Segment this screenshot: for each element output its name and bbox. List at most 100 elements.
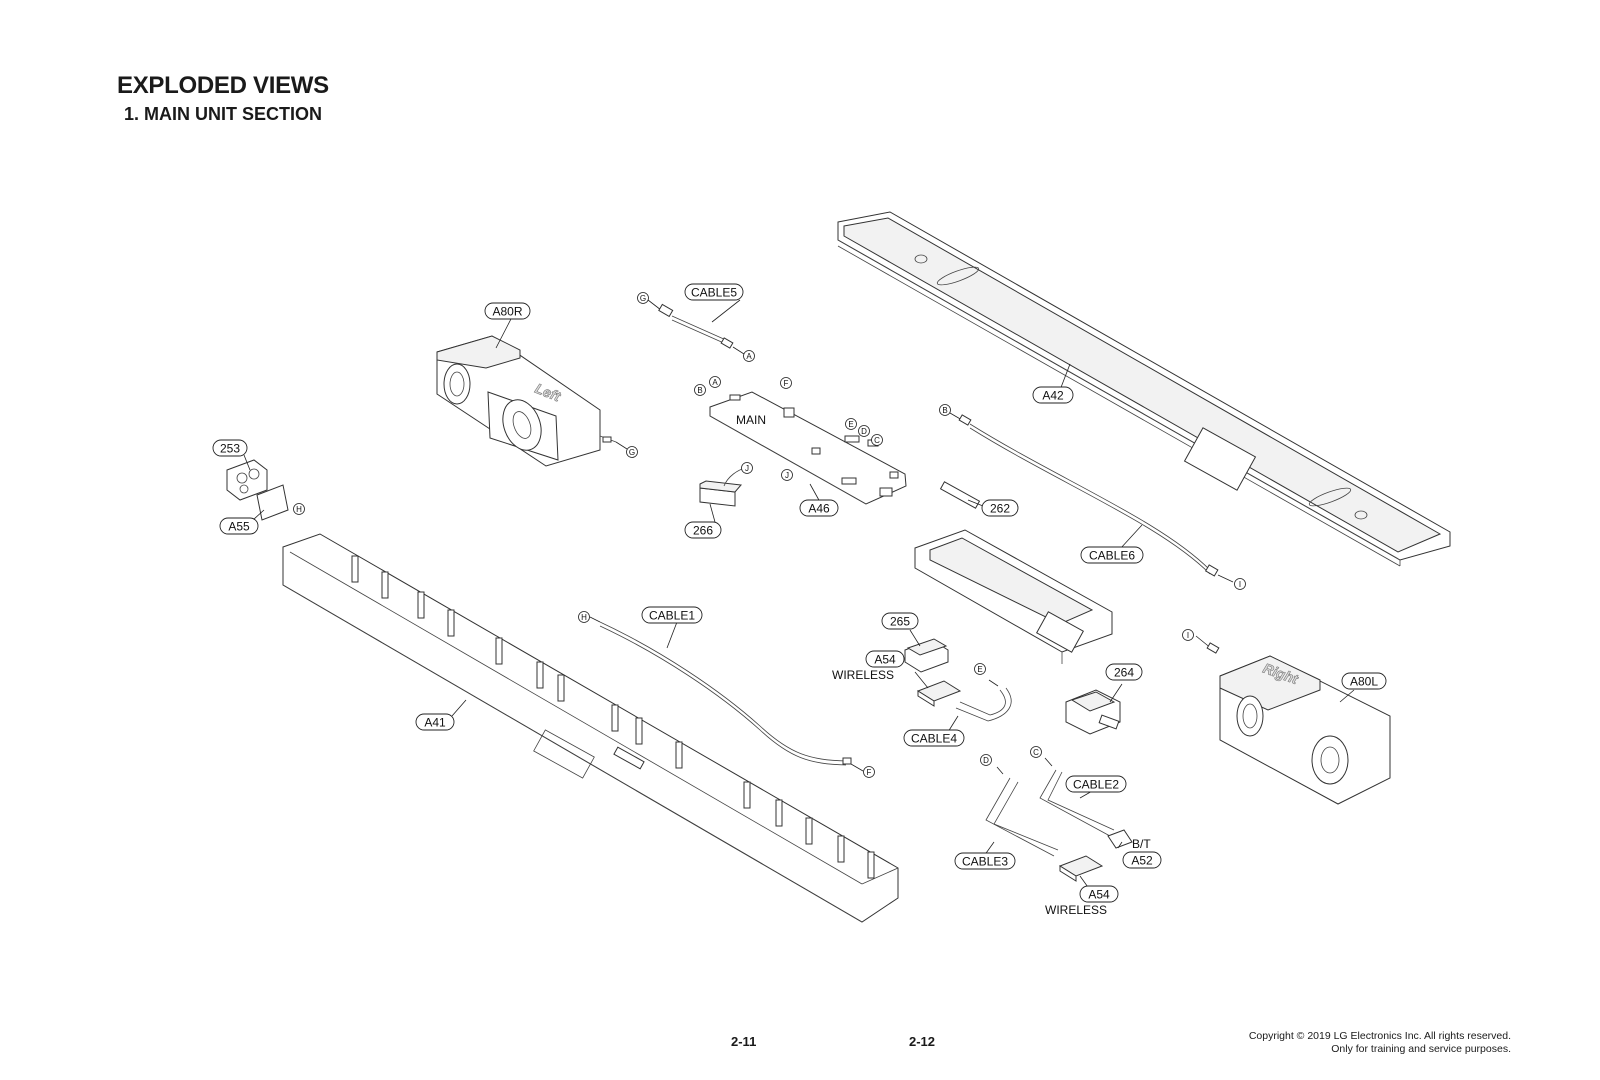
svg-text:A54: A54 <box>1088 888 1110 902</box>
svg-text:A54: A54 <box>874 653 896 667</box>
part-a41-chassis <box>282 533 899 923</box>
part-label-cable1: CABLE1 <box>641 606 703 624</box>
part-label-cable4: CABLE4 <box>903 729 965 747</box>
part-262-frame <box>914 481 1113 664</box>
connector-i-cable6: I <box>1234 578 1246 590</box>
connector-e-main: E <box>845 418 857 430</box>
svg-text:J: J <box>745 464 749 473</box>
main-board-text: MAIN <box>736 413 766 427</box>
svg-text:E: E <box>848 420 853 429</box>
connector-e-cable4: E <box>974 663 986 675</box>
svg-text:B: B <box>697 386 702 395</box>
svg-text:CABLE4: CABLE4 <box>911 732 957 746</box>
svg-text:264: 264 <box>1114 666 1134 680</box>
connector-f-main: F <box>780 377 792 389</box>
part-cable2 <box>1039 757 1115 837</box>
copyright-notice: Copyright © 2019 LG Electronics Inc. All… <box>1249 1030 1511 1056</box>
page-title: EXPLODED VIEWS <box>117 72 329 99</box>
part-label-a52: A52 <box>1122 851 1162 869</box>
part-label-265: 265 <box>881 612 919 630</box>
svg-text:F: F <box>784 379 789 388</box>
svg-text:B: B <box>942 406 947 415</box>
svg-text:D: D <box>983 756 989 765</box>
connector-f-cable1: F <box>863 766 875 778</box>
connector-h-cable1: H <box>578 611 590 623</box>
connector-b-main: B <box>694 384 706 396</box>
part-label-a80l: A80L <box>1341 672 1387 690</box>
part-a42-top-cover <box>837 211 1451 567</box>
part-266-bracket <box>699 467 746 507</box>
connector-b-cable6: B <box>939 404 951 416</box>
part-label-a54-top: A54 <box>865 650 905 668</box>
copyright-line-2: Only for training and service purposes. <box>1331 1043 1511 1055</box>
svg-text:A80R: A80R <box>492 305 522 319</box>
svg-text:CABLE2: CABLE2 <box>1073 778 1119 792</box>
svg-text:266: 266 <box>693 524 713 538</box>
svg-text:CABLE5: CABLE5 <box>691 286 737 300</box>
part-cable1 <box>589 616 864 772</box>
svg-text:A42: A42 <box>1042 389 1064 403</box>
svg-text:CABLE1: CABLE1 <box>649 609 695 623</box>
svg-text:CABLE6: CABLE6 <box>1089 549 1135 563</box>
part-label-253: 253 <box>212 439 248 457</box>
part-label-cable2: CABLE2 <box>1065 775 1127 793</box>
section-subtitle: 1. MAIN UNIT SECTION <box>124 104 323 124</box>
part-label-266: 266 <box>684 521 722 539</box>
wireless-bottom-text: WIRELESS <box>1045 903 1107 917</box>
part-a54-wireless-bottom <box>1058 855 1104 882</box>
copyright-line-1: Copyright © 2019 LG Electronics Inc. All… <box>1248 1030 1511 1042</box>
connector-g-cable5: G <box>637 292 649 304</box>
leader-lines <box>243 299 1355 891</box>
svg-text:A46: A46 <box>808 502 830 516</box>
connector-d-main: D <box>858 425 870 437</box>
svg-text:I: I <box>1187 631 1189 640</box>
part-label-cable5: CABLE5 <box>684 283 744 301</box>
part-a52-bt-board <box>1107 829 1133 849</box>
part-label-a41: A41 <box>415 713 455 731</box>
part-cable4 <box>955 679 1012 722</box>
part-label-a55: A55 <box>219 517 259 535</box>
svg-text:A: A <box>746 352 752 361</box>
svg-text:A52: A52 <box>1131 854 1153 868</box>
part-label-a80r: A80R <box>484 302 531 320</box>
part-265-shield <box>904 638 949 673</box>
svg-text:H: H <box>296 505 302 514</box>
connector-d-cable3: D <box>980 754 992 766</box>
svg-text:I: I <box>1239 580 1241 589</box>
part-label-262: 262 <box>981 499 1019 517</box>
part-label-a46: A46 <box>799 499 839 517</box>
svg-text:G: G <box>640 294 646 303</box>
part-a55-pcb <box>256 484 289 521</box>
part-a80l-speaker: Right <box>1195 635 1391 805</box>
part-253-button <box>226 459 268 501</box>
svg-text:G: G <box>629 448 635 457</box>
part-a46-main-board: MAIN <box>709 391 907 505</box>
svg-text:A80L: A80L <box>1350 675 1378 689</box>
svg-text:C: C <box>1033 748 1039 757</box>
svg-text:H: H <box>581 613 587 622</box>
part-cable6 <box>949 412 1234 583</box>
connector-a-cable5: A <box>743 350 755 362</box>
part-label-a42: A42 <box>1032 386 1074 404</box>
connector-j-266: J <box>741 462 753 474</box>
connector-c-cable2: C <box>1030 746 1042 758</box>
svg-text:262: 262 <box>990 502 1010 516</box>
svg-text:CABLE3: CABLE3 <box>962 855 1008 869</box>
connector-c-main: C <box>871 434 883 446</box>
svg-text:F: F <box>867 768 872 777</box>
svg-text:253: 253 <box>220 442 240 456</box>
page-number-right: 2-12 <box>909 1034 936 1049</box>
part-label-cable6: CABLE6 <box>1080 546 1144 564</box>
connector-h-a55: H <box>293 503 305 515</box>
svg-text:C: C <box>874 436 880 445</box>
part-264-bracket <box>1065 689 1121 735</box>
svg-text:A41: A41 <box>424 716 446 730</box>
part-label-a54-bottom: A54 <box>1079 885 1119 903</box>
part-a54-wireless-top <box>916 680 962 707</box>
part-label-264: 264 <box>1105 663 1143 681</box>
svg-text:A: A <box>712 378 718 387</box>
connector-g-speaker: G <box>626 446 638 458</box>
svg-text:J: J <box>785 471 789 480</box>
svg-text:D: D <box>861 427 867 436</box>
